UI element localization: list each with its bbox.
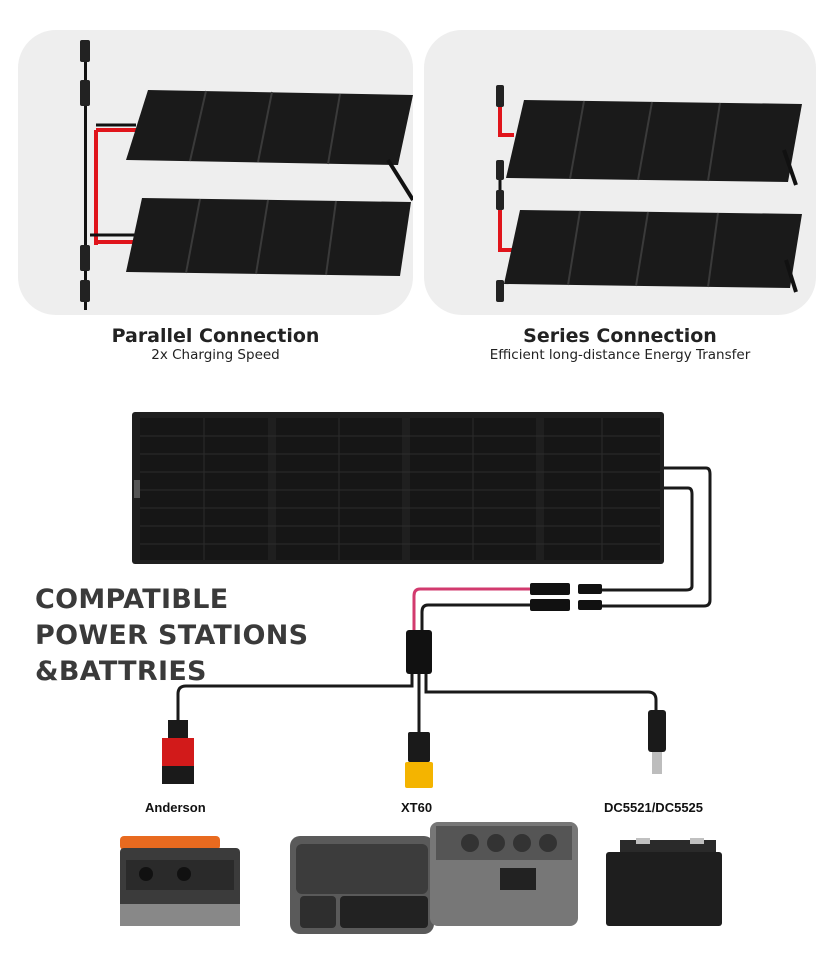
parallel-connection-illustration xyxy=(18,30,413,315)
xt60-connector-icon xyxy=(405,732,433,788)
dc-connector-icon xyxy=(648,710,666,774)
xt60-label: XT60 xyxy=(401,800,433,815)
parallel-subtitle: 2x Charging Speed xyxy=(151,347,280,363)
main-solar-panel xyxy=(132,412,664,564)
compatible-line-2: POWER STATIONS xyxy=(35,620,309,651)
power-station-large xyxy=(430,822,578,926)
solar-panel xyxy=(504,210,802,293)
power-station-small xyxy=(120,836,240,926)
anderson-connector-icon xyxy=(162,720,194,784)
parallel-panels-graphic xyxy=(80,40,413,310)
parallel-title: Parallel Connection xyxy=(111,325,320,347)
parallel-caption: Parallel Connection 2x Charging Speed xyxy=(18,325,413,363)
series-panels-graphic xyxy=(496,85,802,302)
solar-panel xyxy=(126,90,413,202)
series-connection-illustration xyxy=(424,30,816,315)
series-subtitle: Efficient long-distance Energy Transfer xyxy=(489,347,751,363)
power-station-medium xyxy=(290,836,434,934)
series-caption: Series Connection Efficient long-distanc… xyxy=(424,325,816,363)
solar-panel xyxy=(506,100,802,186)
compatible-line-3: &BATTRIES xyxy=(35,656,207,687)
series-title: Series Connection xyxy=(523,325,717,347)
compatible-line-1: COMPATIBLE xyxy=(35,584,229,615)
dc-label: DC5521/DC5525 xyxy=(604,800,704,815)
anderson-label: Anderson xyxy=(145,800,206,815)
solar-panel xyxy=(126,198,411,276)
compatible-heading: COMPATIBLE POWER STATIONS &BATTRIES xyxy=(35,582,308,690)
battery-icon xyxy=(606,838,722,926)
